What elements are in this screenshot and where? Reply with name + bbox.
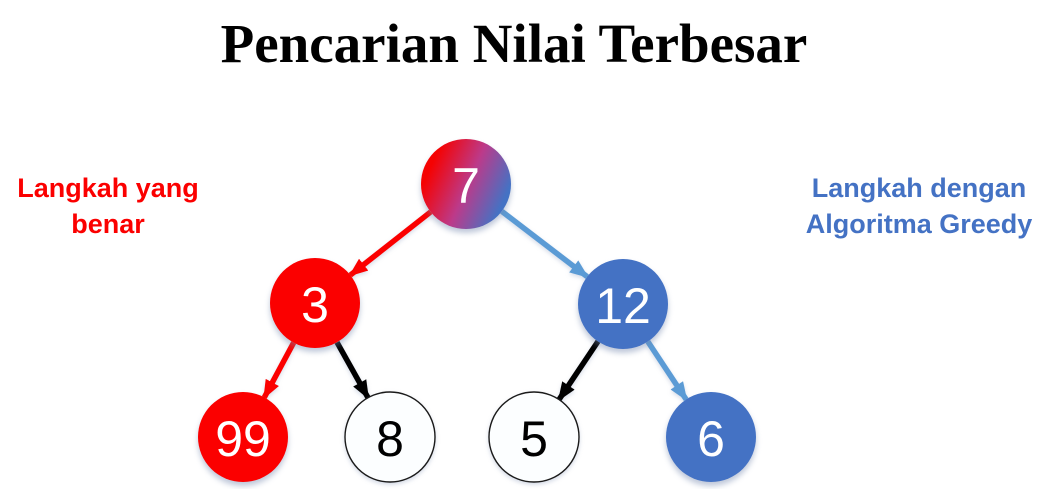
node-circle-7 — [421, 139, 511, 229]
edge-12-6-light-blue-arrow — [645, 339, 689, 402]
node-circle-99 — [198, 392, 288, 482]
node-circle-8 — [344, 391, 436, 483]
tree-node-3: 3 — [270, 258, 360, 348]
right-annotation: Langkah dengan Algoritma Greedy — [805, 173, 1033, 239]
node-circle-12 — [578, 259, 668, 349]
tree-node-8: 8 — [344, 391, 436, 483]
left-annotation: Langkah yang benar — [17, 173, 199, 239]
edges-layer — [261, 209, 689, 402]
edge-12-5-black-arrow — [556, 339, 601, 402]
edge-7-12-light-blue-arrow — [500, 209, 589, 279]
edge-3-8-black-arrow — [334, 340, 371, 400]
node-label-99: 99 — [215, 411, 271, 467]
slide-title: Pencarian Nilai Terbesar — [220, 13, 808, 74]
tree-node-99: 99 — [198, 392, 288, 482]
node-circle-5 — [488, 391, 580, 483]
node-label-12: 12 — [595, 278, 651, 334]
node-circle-3 — [270, 258, 360, 348]
node-circle-6 — [666, 392, 756, 482]
nodes-layer: 7 3 12 99 8 5 6 — [198, 139, 756, 483]
edge-3-99-red-arrow — [261, 341, 297, 400]
node-label-5: 5 — [520, 411, 548, 467]
node-label-7: 7 — [452, 158, 480, 214]
tree-node-7: 7 — [421, 139, 511, 229]
node-label-8: 8 — [376, 411, 404, 467]
tree-node-5: 5 — [488, 391, 580, 483]
edge-7-3-red-arrow — [348, 209, 433, 278]
node-label-3: 3 — [301, 277, 329, 333]
tree-node-6: 6 — [666, 392, 756, 482]
tree-node-12: 12 — [578, 259, 668, 349]
node-label-6: 6 — [697, 411, 725, 467]
